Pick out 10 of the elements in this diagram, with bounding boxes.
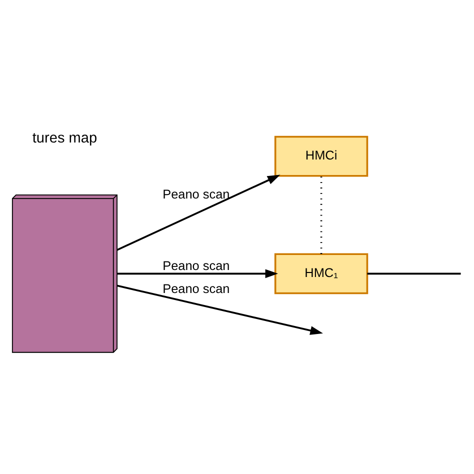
arrow xyxy=(116,174,280,250)
connector xyxy=(367,272,461,274)
label: tures map xyxy=(32,130,98,146)
edge-label: Peano scan xyxy=(162,258,230,273)
edge-label: Peano scan xyxy=(162,280,230,296)
node-box: HMC₁ xyxy=(274,252,368,294)
node-box: HMCi xyxy=(274,135,368,176)
edge-label: Peano scan xyxy=(162,186,230,201)
arrow xyxy=(117,268,278,278)
arrow xyxy=(116,284,323,334)
